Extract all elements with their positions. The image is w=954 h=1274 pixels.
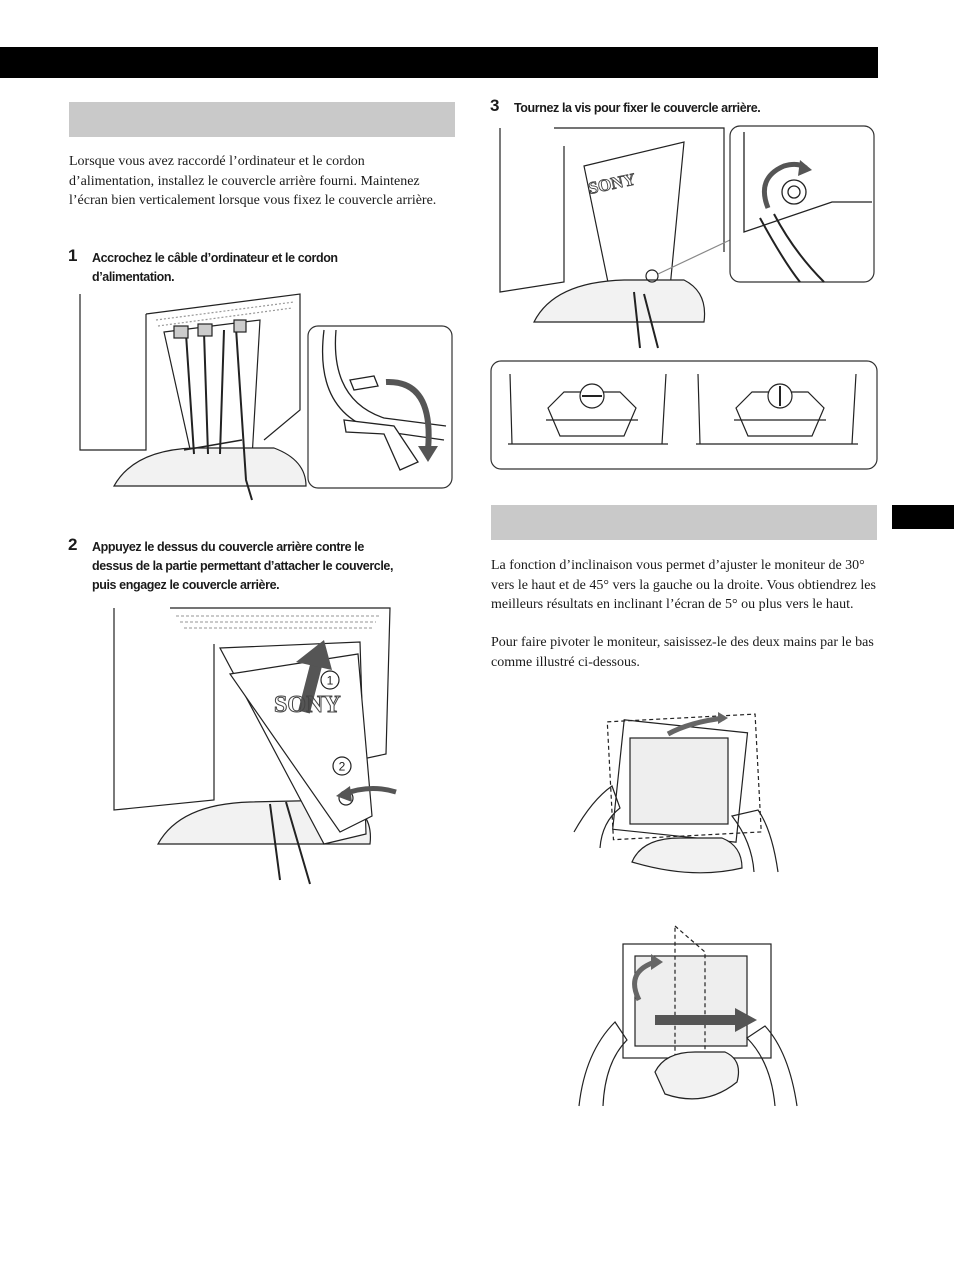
callout-2: 2	[339, 760, 346, 774]
step-2-text: Appuyez le dessus du couvercle arrière c…	[92, 540, 394, 592]
step-1: 1 Accrochez le câble d’ordinateur et le …	[68, 246, 392, 287]
tilt-paragraph-2: Pour faire pivoter le moniteur, saisisse…	[491, 635, 874, 670]
step-1-text: Accrochez le câble d’ordinateur et le co…	[92, 251, 338, 284]
section-tab	[892, 505, 954, 529]
step-3: 3 Tournez la vis pour fixer le couvercle…	[490, 96, 874, 118]
step-1-number: 1	[68, 246, 78, 265]
sony-logo: SONY	[274, 692, 341, 718]
figure-tilt-monitor	[572, 712, 782, 884]
tilt-paragraph-1: La fonction d’inclinaison vous permet d’…	[491, 558, 876, 612]
figure-swivel-monitor	[575, 922, 801, 1108]
step-3-number: 3	[490, 96, 500, 115]
step-3-text: Tournez la vis pour fixer le couvercle a…	[514, 101, 761, 115]
figure-tighten-screw: SONY	[494, 122, 878, 352]
step-2-number: 2	[68, 535, 78, 554]
step-2: 2 Appuyez le dessus du couvercle arrière…	[68, 535, 402, 595]
header-bar	[0, 47, 878, 78]
figure-screw-orientation	[490, 360, 878, 470]
figure-attach-cover: SONY 1 2	[110, 604, 402, 890]
intro-paragraph: Lorsque vous avez raccordé l’ordinateur …	[69, 154, 437, 208]
section-heading-bar-left	[69, 102, 455, 137]
figure-hook-cables	[74, 290, 456, 502]
callout-1: 1	[327, 674, 334, 688]
section-heading-bar-right	[491, 505, 877, 540]
